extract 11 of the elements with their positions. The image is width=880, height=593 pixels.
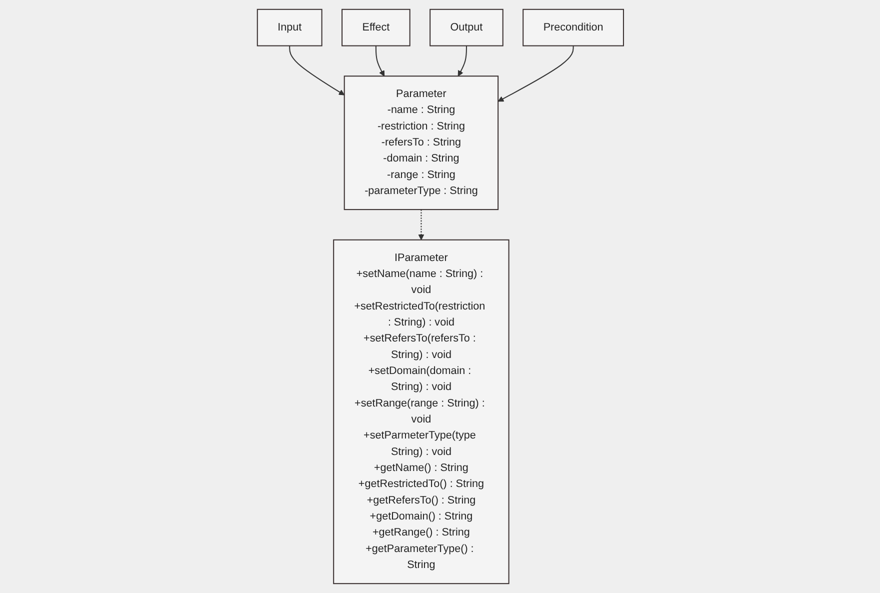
node-box: Parameter -name : String -restriction : String -refersTo : String -domain : String -range : String -parameterType : String bbox=[343, 76, 498, 210]
node-box: Output bbox=[429, 8, 503, 46]
arrow bbox=[418, 210, 424, 240]
node-box: Precondition bbox=[522, 8, 624, 46]
node-box: Input bbox=[256, 8, 322, 46]
arrow bbox=[497, 46, 574, 102]
arrow bbox=[375, 46, 384, 76]
node-box: Effect bbox=[341, 8, 410, 46]
node-box: IParameter +setName(name : String) : void +setRestrictedTo(restriction : String) : void +setRefersTo(refersTo : String) : void +setDomain(domain : String) : void +setRange(range : String) : void +setParmeterType(type String) : void +getName() : String +getRestrictedTo() : String +getRefersTo() : String +getDomain() : String +getRange() : String +getParameterType() : String bbox=[332, 239, 509, 584]
arrow bbox=[457, 46, 467, 76]
arrow bbox=[288, 46, 344, 96]
